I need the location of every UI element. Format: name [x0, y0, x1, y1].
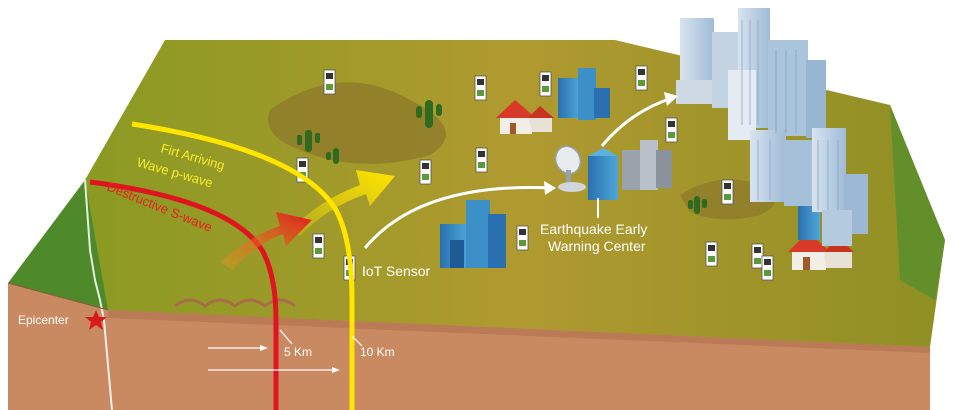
- warning-center-label-line2: Warning Center: [548, 238, 646, 254]
- epicenter-label: Epicenter: [18, 313, 69, 327]
- seismic-sensor-icon: [706, 242, 717, 266]
- seismic-sensor-icon: [636, 66, 647, 90]
- distance-10km-label: 10 Km: [360, 345, 395, 359]
- seismic-sensor-icon: [540, 72, 551, 96]
- warning-center-label-line1: Earthquake Early: [540, 221, 647, 237]
- iot-sensor-label: IoT Sensor: [362, 263, 431, 279]
- distance-5km-label: 5 Km: [284, 345, 312, 359]
- seismic-sensor-icon: [313, 234, 324, 258]
- seismic-sensor-icon: [762, 256, 773, 280]
- seismic-sensor-icon: [722, 180, 733, 204]
- seismic-sensor-icon: [752, 244, 763, 268]
- seismic-sensor-icon: [666, 118, 677, 142]
- seismic-sensor-icon: [475, 76, 486, 100]
- seismic-sensor-icon: [420, 160, 431, 184]
- seismic-sensor-icon: [517, 226, 528, 250]
- seismic-sensor-icon: [476, 148, 487, 172]
- seismic-sensor-icon: [324, 70, 335, 94]
- building-icon: [588, 148, 618, 200]
